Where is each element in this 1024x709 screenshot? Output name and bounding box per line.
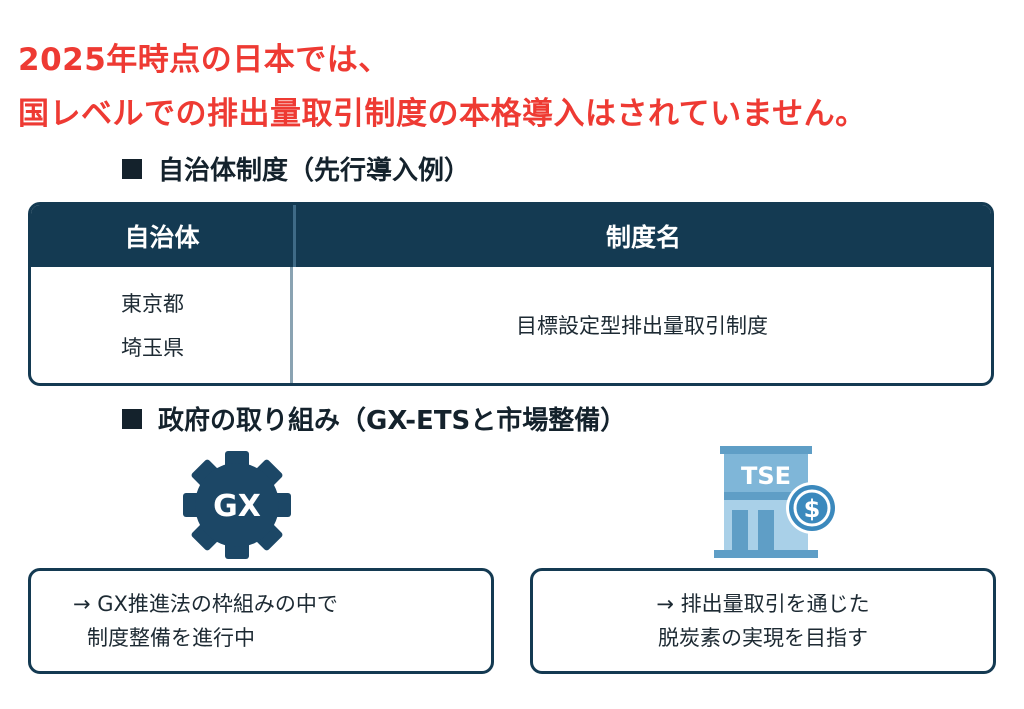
gx-policy-card: → GX推進法の枠組みの中で 制度整備を進行中 xyxy=(28,568,494,674)
table-header-row: 自治体 制度名 xyxy=(31,205,991,267)
headline-line-1: 2025年時点の日本では、 xyxy=(18,42,390,78)
square-bullet-icon xyxy=(122,158,142,179)
market-card-line-1: → 排出量取引を通じた xyxy=(656,592,870,616)
section-title-municipal: 自治体制度（先行導入例） xyxy=(122,150,470,187)
building-icon-label: TSE xyxy=(741,462,791,490)
section-title-government: 政府の取り組み（GX-ETSと市場整備） xyxy=(122,400,626,437)
municipal-system-table: 自治体 制度名 東京都 埼玉県 目標設定型排出量取引制度 xyxy=(28,202,994,386)
gear-icon: GX xyxy=(183,451,291,559)
municipality-cell: 東京都 埼玉県 xyxy=(31,267,293,383)
market-card: → 排出量取引を通じた 脱炭素の実現を目指す xyxy=(530,568,996,674)
dollar-icon: $ xyxy=(804,495,821,523)
table-header-system-name: 制度名 xyxy=(605,223,681,252)
system-name-cell: 目標設定型排出量取引制度 xyxy=(516,314,768,338)
table-row: 東京都 埼玉県 目標設定型排出量取引制度 xyxy=(31,267,991,383)
square-bullet-icon xyxy=(122,408,142,429)
section-title-text: 自治体制度（先行導入例） xyxy=(158,156,471,186)
market-card-line-2: 脱炭素の実現を目指す xyxy=(658,626,868,650)
section-title-text: 政府の取り組み（GX-ETSと市場整備） xyxy=(158,406,627,436)
gear-icon-label: GX xyxy=(213,489,261,524)
table-header-municipality: 自治体 xyxy=(31,205,296,267)
exchange-building-icon: TSE $ xyxy=(714,446,838,558)
municipality-saitama: 埼玉県 xyxy=(121,336,184,360)
municipality-tokyo: 東京都 xyxy=(121,292,184,316)
gx-card-line-2: 制度整備を進行中 xyxy=(87,626,255,650)
headline-line-2: 国レベルでの排出量取引制度の本格導入はされていません。 xyxy=(18,96,867,132)
gx-card-line-1: → GX推進法の枠組みの中で xyxy=(73,592,338,616)
